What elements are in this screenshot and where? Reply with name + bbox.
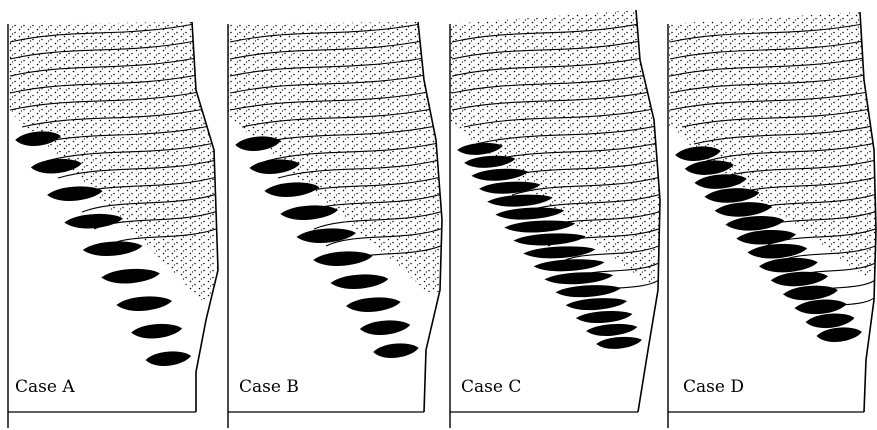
black-lens-shape [374,344,418,358]
panel-case-c [450,8,662,428]
panel-label-case-a: Case A [15,377,75,397]
black-lens-shape [705,189,758,203]
black-lens-shape [546,273,613,284]
black-lens-shape [347,298,400,312]
black-lens-shape [265,183,318,197]
black-lens-shape [361,321,410,335]
black-lens-shape [314,252,372,266]
black-lens-shape [806,314,853,328]
black-lens-shape [132,324,181,338]
black-lens-shape [784,286,837,300]
black-lens-shape [48,187,102,201]
black-lens-shape [760,258,817,272]
black-lens-shape [726,217,783,231]
black-lens-shape [597,337,641,348]
black-lens-shape [102,269,159,283]
black-lens-shape [331,275,387,289]
black-lens-shape [497,208,564,219]
black-lens-shape [737,230,795,244]
black-lens-shape [480,182,539,193]
black-lens-shape [587,324,636,335]
black-lens-shape [488,195,551,206]
panel-case-b [228,8,444,428]
black-lens-shape [146,352,190,366]
black-lens-shape [84,242,142,256]
black-lens-shape [716,203,772,217]
panel-case-d [668,8,877,428]
black-lens-shape [557,286,620,297]
panel-label-case-b: Case B [239,377,299,397]
black-lens-shape [65,214,122,228]
black-lens-shape [772,272,828,286]
black-lens-shape [535,260,604,271]
black-lens-shape [567,299,626,310]
panel-case-a [8,8,220,428]
panel-label-case-d: Case D [683,377,744,397]
black-lens-shape [117,297,171,311]
black-lens-shape [695,175,746,189]
black-lens-shape [281,206,337,220]
panel-label-case-c: Case C [461,377,521,397]
black-lens-shape [515,234,585,245]
black-lens-shape [505,221,574,232]
black-lens-shape [795,300,846,314]
black-lens-shape [817,328,861,342]
black-lens-shape [577,312,632,323]
